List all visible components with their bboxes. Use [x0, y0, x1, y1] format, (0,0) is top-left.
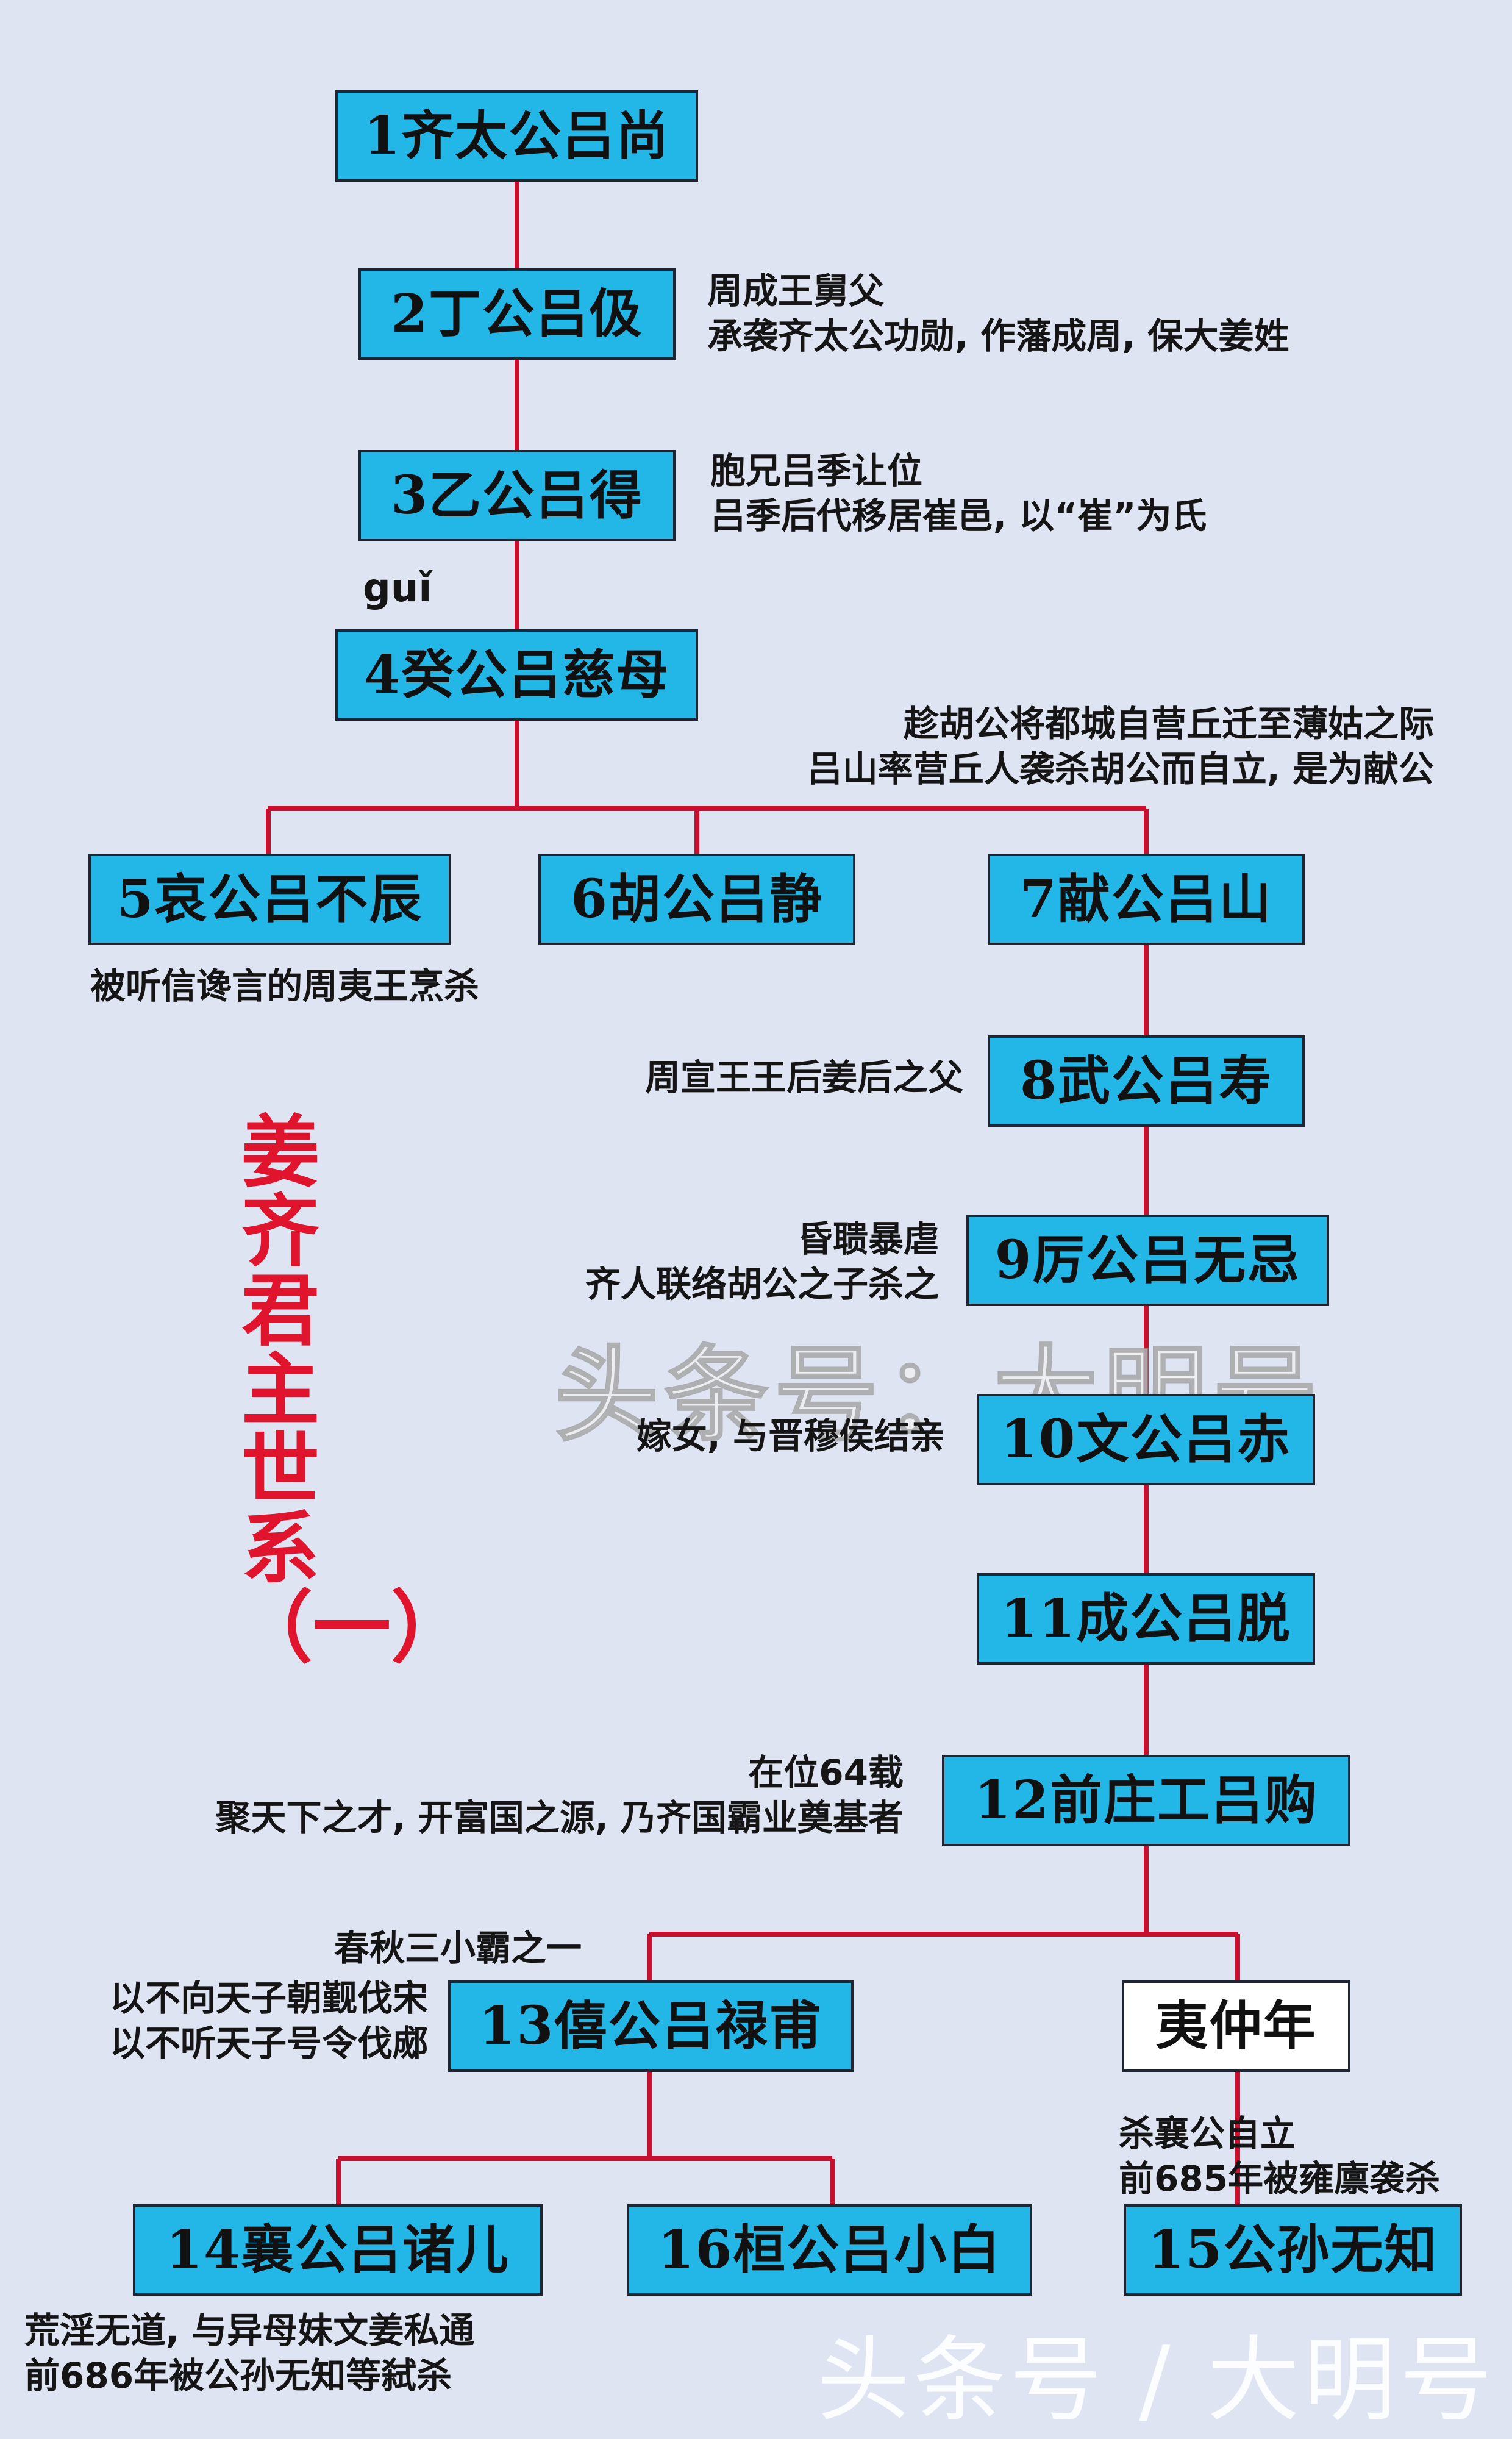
note-line: 被听信谗言的周夷王烹杀 — [90, 965, 480, 1007]
ruler-1-box: 1齐太公吕尚 — [335, 90, 698, 182]
note-line: 承袭齐太公功勋, 作藩成周, 保大姜姓 — [707, 315, 1289, 357]
note-yi-zhongnian: 杀襄公自立 前685年被雍廪袭杀 — [1119, 2111, 1440, 2201]
watermark-bottom: 头条号 / 大明号 — [817, 2326, 1496, 2434]
note-line: 前685年被雍廪袭杀 — [1119, 2158, 1441, 2200]
yi-zhongnian-box: 夷仲年 — [1122, 1980, 1350, 2072]
note-ruler-14: 荒淫无道, 与异母妹文姜私通 前686年被公孙无知等弑杀 — [24, 2308, 474, 2398]
ruler-5-box: 5哀公吕不辰 — [88, 854, 451, 945]
ruler-4-box: 4癸公吕慈母 — [335, 629, 698, 721]
note-line: 齐人联络胡公之子杀之 — [585, 1263, 939, 1305]
note-ruler-9: 昏聩暴虐 齐人联络胡公之子杀之 — [585, 1216, 939, 1307]
ruler-2-box: 2丁公吕伋 — [358, 268, 676, 360]
ruler-8-box: 8武公吕寿 — [988, 1035, 1305, 1127]
note-ruler-12: 在位64载 聚天下之才, 开富国之源, 乃齐国霸业奠基者 — [216, 1750, 904, 1840]
note-line: 昏聩暴虐 — [797, 1218, 939, 1260]
note-line: 在位64载 — [748, 1752, 904, 1793]
ruler-14-box: 14襄公吕诸儿 — [133, 2204, 543, 2296]
note-line: 前686年被公孙无知等弑杀 — [24, 2355, 452, 2397]
ruler-3-box: 3乙公吕得 — [358, 450, 676, 541]
pinyin-gui: guǐ — [363, 566, 432, 611]
note-ruler-2: 周成王舅父 承袭齐太公功勋, 作藩成周, 保大姜姓 — [707, 268, 1289, 359]
note-line: 以不向天子朝觐伐宋 — [109, 1977, 428, 2019]
note-ruler-13-wars: 以不向天子朝觐伐宋 以不听天子号令伐郕 — [110, 1976, 428, 2066]
ruler-6-box: 6胡公吕静 — [538, 854, 855, 945]
note-line: 杀襄公自立 — [1119, 2113, 1296, 2154]
ruler-7-box: 7献公吕山 — [988, 854, 1305, 945]
note-line: 聚天下之才, 开富国之源, 乃齐国霸业奠基者 — [215, 1797, 904, 1839]
note-line: 周宣王王后姜后之父 — [644, 1057, 963, 1098]
note-line: 以不听天子号令伐郕 — [109, 2023, 428, 2065]
diagram-title: 姜齐君主世系（一） — [235, 1107, 469, 1674]
note-line: 荒淫无道, 与异母妹文姜私通 — [24, 2310, 475, 2351]
ruler-12-box: 12前庄工吕购 — [942, 1755, 1350, 1846]
ruler-16-box: 16桓公吕小白 — [627, 2204, 1032, 2296]
note-line: 吕季后代移居崔邑, 以“崔”为氏 — [710, 495, 1207, 537]
note-line: 胞兄吕季让位 — [710, 450, 923, 491]
note-ruler-7-succession: 趁胡公将都城自营丘迁至薄姑之际 吕山率营丘人袭杀胡公而自立, 是为献公 — [807, 701, 1434, 791]
note-line: 吕山率营丘人袭杀胡公而自立, 是为献公 — [807, 748, 1434, 790]
ruler-13-box: 13僖公吕禄甫 — [448, 1980, 854, 2072]
note-ruler-13-title: 春秋三小霸之一 — [334, 1926, 582, 1971]
note-ruler-5: 被听信谗言的周夷王烹杀 — [90, 963, 479, 1009]
ruler-9-box: 9厉公吕无忌 — [966, 1215, 1329, 1306]
note-ruler-8: 周宣王王后姜后之父 — [645, 1055, 963, 1100]
note-ruler-10: 嫁女, 与晋穆侯结亲 — [637, 1413, 945, 1459]
ruler-15-box: 15公孙无知 — [1124, 2204, 1462, 2296]
note-line: 趁胡公将都城自营丘迁至薄姑之际 — [903, 703, 1434, 745]
note-line: 周成王舅父 — [707, 270, 885, 312]
note-line: 春秋三小霸之一 — [334, 1927, 582, 1969]
note-line: 嫁女, 与晋穆侯结亲 — [636, 1415, 945, 1457]
ruler-11-box: 11成公吕脱 — [977, 1573, 1315, 1665]
note-ruler-3: 胞兄吕季让位 吕季后代移居崔邑, 以“崔”为氏 — [710, 448, 1207, 538]
ruler-10-box: 10文公吕赤 — [977, 1394, 1315, 1485]
